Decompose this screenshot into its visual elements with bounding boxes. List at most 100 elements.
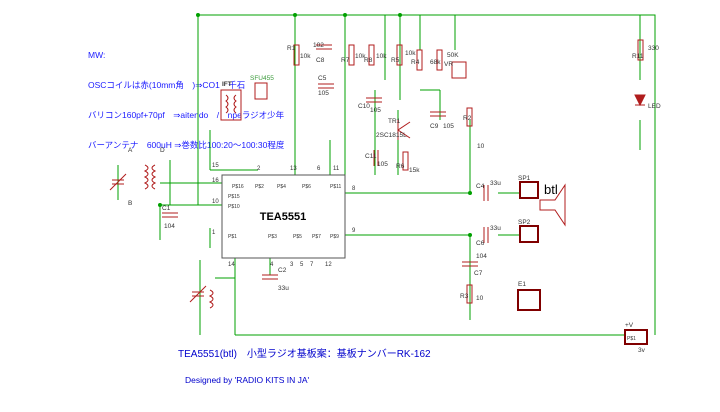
label-ift: IFT [222,81,232,88]
label-c7: C7 [474,270,483,277]
pin-number: 4 [270,262,274,268]
pin-number: 2 [257,166,261,172]
ic-pin-labels: P$16 P$2 P$4 P$6 P$11 P$15 P$10 P$1 P$3 … [228,184,342,240]
label-r2: R2 [463,115,472,122]
label-3v: 3v [638,347,646,354]
note-line-2: OSCコイルは赤(10mm角 )⇒CO1 千石 [88,80,246,90]
label-r8: R8 [364,57,373,64]
label-tr1-value: 2SC1815L [376,132,407,139]
label-r5: R5 [391,57,400,64]
label-c10: C10 [358,103,370,110]
label-r3: R3 [460,293,469,300]
notes-block: MW: OSCコイルは赤(10mm角 )⇒CO1 千石 バリコン160pf+70… [88,30,284,160]
ic-pin-label: P$11 [330,184,342,190]
pin-number: 15 [212,163,219,169]
label-c5: C5 [318,75,327,82]
label-c6: C6 [476,240,485,247]
label-c5-value: 105 [318,90,329,97]
label-vplus: +V [625,322,634,329]
label-r6-value: 15k [409,167,420,174]
label-c1: C1 [162,205,171,212]
label-c6-value: 33u [490,225,501,232]
label-r11: R11 [632,53,644,60]
ic-pin-label: P$16 [232,184,244,190]
label-tr1: TR1 [388,118,401,125]
label-r1: R1 [287,45,296,52]
label-sp1: SP1 [518,175,531,182]
pin-number: 14 [228,262,235,268]
ic-pin-label: P$9 [330,234,339,240]
pin-number: 16 [212,178,219,184]
ic-tea5551: TEA5551 [221,174,346,259]
label-led: LED [648,103,661,110]
label-vr: VR [444,61,453,68]
ic-pin-label: P$5 [293,234,302,240]
pin-number: 6 [317,166,321,172]
label-sfu455: SFU455 [250,75,274,82]
pin-number: 7 [310,262,314,268]
label-r68k: 68k [430,59,441,66]
label-c4: C4 [476,183,485,190]
ic-pin-label: P$15 [228,194,240,200]
label-r11-value: 330 [648,45,659,52]
ic-pin-label: P$6 [302,184,311,190]
label-r8-value: 10k [376,53,387,60]
label-r7: R7 [341,57,350,64]
note-line-1: MW: [88,50,106,60]
designed-by: Designed by 'RADIO KITS IN JA' [185,375,310,385]
wires [117,14,656,336]
ic-name: TEA5551 [260,211,306,223]
label-r6: R6 [396,163,405,170]
label-r1-value: 10k [300,53,311,60]
pin-number: 8 [352,186,356,192]
label-c102: 102 [313,42,324,49]
ic-pin-numbers: 15 16 10 1 2 13 6 11 8 9 12 14 7 4 3 5 [212,163,356,268]
label-c8: C8 [316,57,325,64]
label-r2-value: 10 [477,143,485,150]
part-labels: R1 10k 102 C8 R7 10k R8 10k R5 10k R4 68… [128,42,661,354]
label-btl: btl [544,182,558,197]
label-c1-value: 104 [164,223,175,230]
ic-pin-label: P$3 [268,234,277,240]
pin-number: 3 [290,262,294,268]
pin-number: 1 [212,230,216,236]
label-c2-value: 33u [278,285,289,292]
label-vr-value: 50K [447,52,459,59]
label-pin1: P$1 [627,336,636,342]
schematic-title: TEA5551(btl) 小型ラジオ基板案：基板ナンバーRK-162 [178,349,431,360]
pin-number: 11 [333,166,340,172]
label-r7-value: 10k [355,53,366,60]
ic-pin-label: P$2 [255,184,264,190]
label-e1: E1 [518,281,526,288]
junction-marks [158,13,472,237]
ic-pin-label: P$1 [228,234,237,240]
label-c9-value: 105 [443,123,454,130]
label-antenna-b: B [128,200,132,207]
note-line-3: バリコン160pf+70pf ⇒aitendo / npeラジオ少年 [88,110,285,120]
label-sp2: SP2 [518,219,531,226]
pin-number: 9 [352,228,356,234]
pin-number: 10 [212,199,219,205]
label-c7-value: 104 [476,253,487,260]
ic-pin-label: P$4 [277,184,286,190]
label-c2: C2 [278,267,287,274]
label-c11-value: 105 [377,161,388,168]
label-antenna-d: D [160,147,165,154]
label-r4: R4 [411,59,420,66]
note-line-4: バーアンテナ 600uH ⇒巻数比100:20～100:30程度 [88,140,285,150]
label-r3-value: 10 [476,295,484,302]
label-c4-value: 33u [490,180,501,187]
label-c9: C9 [430,123,439,130]
connectors [517,181,648,345]
label-c11: C11 [365,153,377,160]
label-c10-value: 105 [370,107,381,114]
components [109,39,646,309]
label-antenna-a: A [128,147,133,154]
pin-number: 5 [300,262,304,268]
pin-number: 13 [290,166,297,172]
ic-pin-label: P$7 [312,234,321,240]
label-r5-value: 10k [405,50,416,57]
ic-pin-label: P$10 [228,204,240,210]
pin-number: 12 [325,262,332,268]
